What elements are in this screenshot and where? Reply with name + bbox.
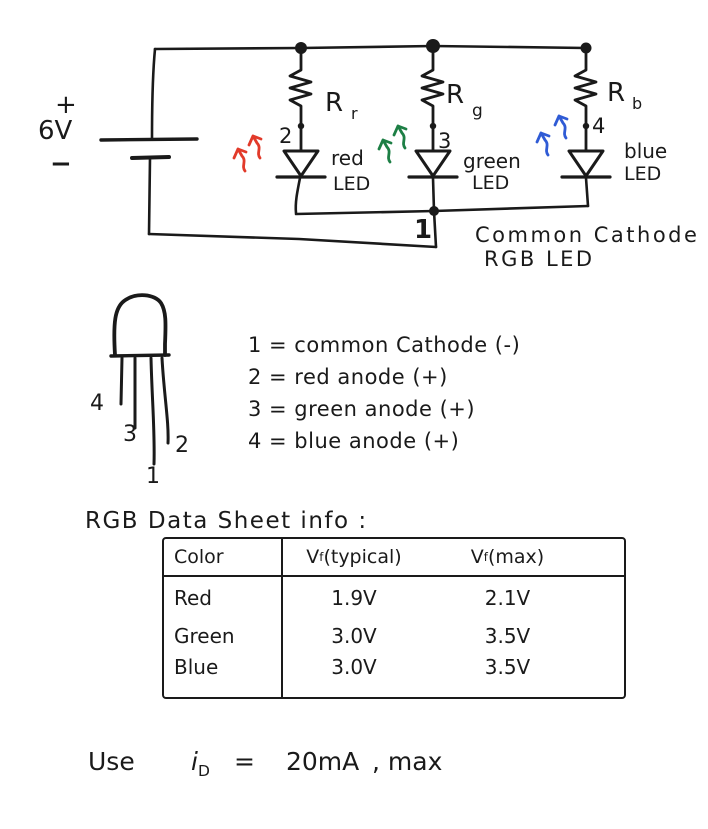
leg-label-1: 1 bbox=[146, 464, 160, 489]
note-value: 20mA bbox=[286, 747, 360, 776]
led-package-drawing: 4 3 2 1 bbox=[90, 293, 189, 489]
row-red-color: Red bbox=[164, 577, 283, 619]
led-red-label-2: LED bbox=[333, 173, 370, 195]
battery-voltage-label: 6V bbox=[38, 116, 73, 146]
resistor-green-label: R bbox=[446, 80, 464, 110]
led-red-label-1: red bbox=[331, 146, 364, 170]
node-4-label: 4 bbox=[592, 114, 605, 138]
pin-line-3: 3 = green anode (+) bbox=[248, 397, 476, 421]
node-3-dot bbox=[429, 122, 437, 130]
battery-plus-sign: + bbox=[55, 90, 77, 120]
common-cathode-caption-line1: Common Cathode bbox=[475, 223, 699, 247]
pin-line-2: 2 = red anode (+) bbox=[248, 365, 448, 389]
leg-label-2: 2 bbox=[175, 433, 189, 458]
led-red-triangle bbox=[282, 149, 320, 178]
node-4-dot bbox=[582, 122, 590, 130]
row-red-typ: 1.9V bbox=[331, 586, 377, 610]
pin-line-4: 4 = blue anode (+) bbox=[248, 429, 460, 453]
green-emission-arrow-1 bbox=[392, 124, 408, 150]
note-use: Use bbox=[88, 747, 135, 776]
led-leg-2 bbox=[160, 356, 170, 445]
header-color: Color bbox=[164, 539, 283, 577]
vf-typical-base: V bbox=[306, 546, 320, 568]
top-rail-wire bbox=[153, 44, 588, 51]
led-leg-4 bbox=[119, 356, 124, 406]
row-green-typ: 3.0V bbox=[331, 623, 377, 648]
note-equals: = bbox=[234, 747, 255, 776]
red-emission-arrow-1 bbox=[247, 134, 263, 160]
row-green-max: 3.5V bbox=[484, 623, 531, 648]
led-blue-label-1: blue bbox=[624, 139, 667, 163]
battery-plate-long bbox=[99, 137, 199, 142]
led-leg-1 bbox=[149, 356, 156, 466]
common-node-label: 1 bbox=[414, 215, 432, 245]
vf-typical-sub: f bbox=[319, 550, 324, 564]
row-green-color: Green bbox=[164, 619, 283, 652]
resistor-green-symbol bbox=[420, 44, 445, 152]
vf-typical-rest: (typical) bbox=[323, 546, 402, 568]
pin-definitions: 1 = common Cathode (-) 2 = red anode (+)… bbox=[248, 329, 520, 457]
blue-emission-arrow-2 bbox=[535, 131, 551, 157]
resistor-blue-symbol bbox=[573, 46, 598, 152]
datasheet-title: RGB Data Sheet info : bbox=[85, 508, 368, 534]
note-suffix: , max bbox=[372, 747, 443, 776]
branch-red: R r 2 red LED bbox=[232, 46, 370, 215]
vf-max-rest: (max) bbox=[487, 546, 545, 568]
node-2-label: 2 bbox=[279, 124, 292, 148]
current-note: Use iD = 20mA , max bbox=[88, 742, 528, 794]
led-blue-triangle bbox=[567, 149, 605, 178]
vf-max-sub: f bbox=[483, 550, 488, 564]
branch-blue: R b 4 blue LED bbox=[535, 46, 667, 208]
resistor-red-label: R bbox=[325, 88, 343, 118]
cathode-bus-wire bbox=[294, 204, 590, 216]
vf-max-base: V bbox=[470, 546, 484, 568]
battery-minus-sign: − bbox=[50, 149, 72, 179]
battery-top-lead bbox=[150, 47, 157, 140]
bottom-return-wire bbox=[147, 232, 438, 249]
leg-label-4: 4 bbox=[90, 391, 104, 416]
led-green-triangle bbox=[414, 149, 452, 178]
leg-label-3: 3 bbox=[123, 422, 137, 447]
led-green-label-2: LED bbox=[472, 172, 509, 194]
led-package-dome bbox=[112, 293, 168, 357]
common-node-wire bbox=[432, 209, 438, 249]
resistor-red-label-sub: r bbox=[351, 104, 358, 123]
schematic: + 6V − R r 2 red LED bbox=[38, 39, 699, 271]
current-i: i bbox=[191, 747, 198, 776]
resistor-red-symbol bbox=[288, 46, 313, 152]
resistor-green-label-sub: g bbox=[472, 101, 483, 121]
row-red-max: 2.1V bbox=[484, 586, 531, 610]
node-2-dot bbox=[297, 122, 305, 130]
resistor-blue-label: R bbox=[607, 78, 625, 108]
row-blue-color: Blue bbox=[164, 652, 283, 697]
row-blue-max: 3.5V bbox=[484, 655, 531, 679]
common-cathode-caption-line2: RGB LED bbox=[484, 247, 595, 271]
led-package-base bbox=[109, 353, 171, 358]
led-blue-label-2: LED bbox=[624, 163, 661, 185]
node-3-label: 3 bbox=[438, 129, 451, 153]
pin-line-1: 1 = common Cathode (-) bbox=[248, 333, 521, 357]
red-emission-arrow-2 bbox=[232, 147, 248, 173]
led-red-cathode-lead bbox=[294, 176, 302, 215]
led-blue-cathode-lead bbox=[584, 176, 590, 208]
blue-emission-arrow-1 bbox=[553, 114, 569, 140]
led-green-cathode-lead bbox=[431, 176, 436, 213]
green-emission-arrow-2 bbox=[377, 138, 393, 164]
resistor-blue-label-sub: b bbox=[632, 94, 642, 113]
current-sub-d: D bbox=[197, 762, 210, 780]
battery-bottom-lead bbox=[147, 156, 152, 236]
led-green-label-1: green bbox=[463, 149, 521, 173]
row-blue-typ: 3.0V bbox=[331, 655, 377, 679]
branch-green: R g 3 green LED bbox=[377, 44, 521, 213]
note-current-symbol: iD bbox=[191, 747, 210, 780]
